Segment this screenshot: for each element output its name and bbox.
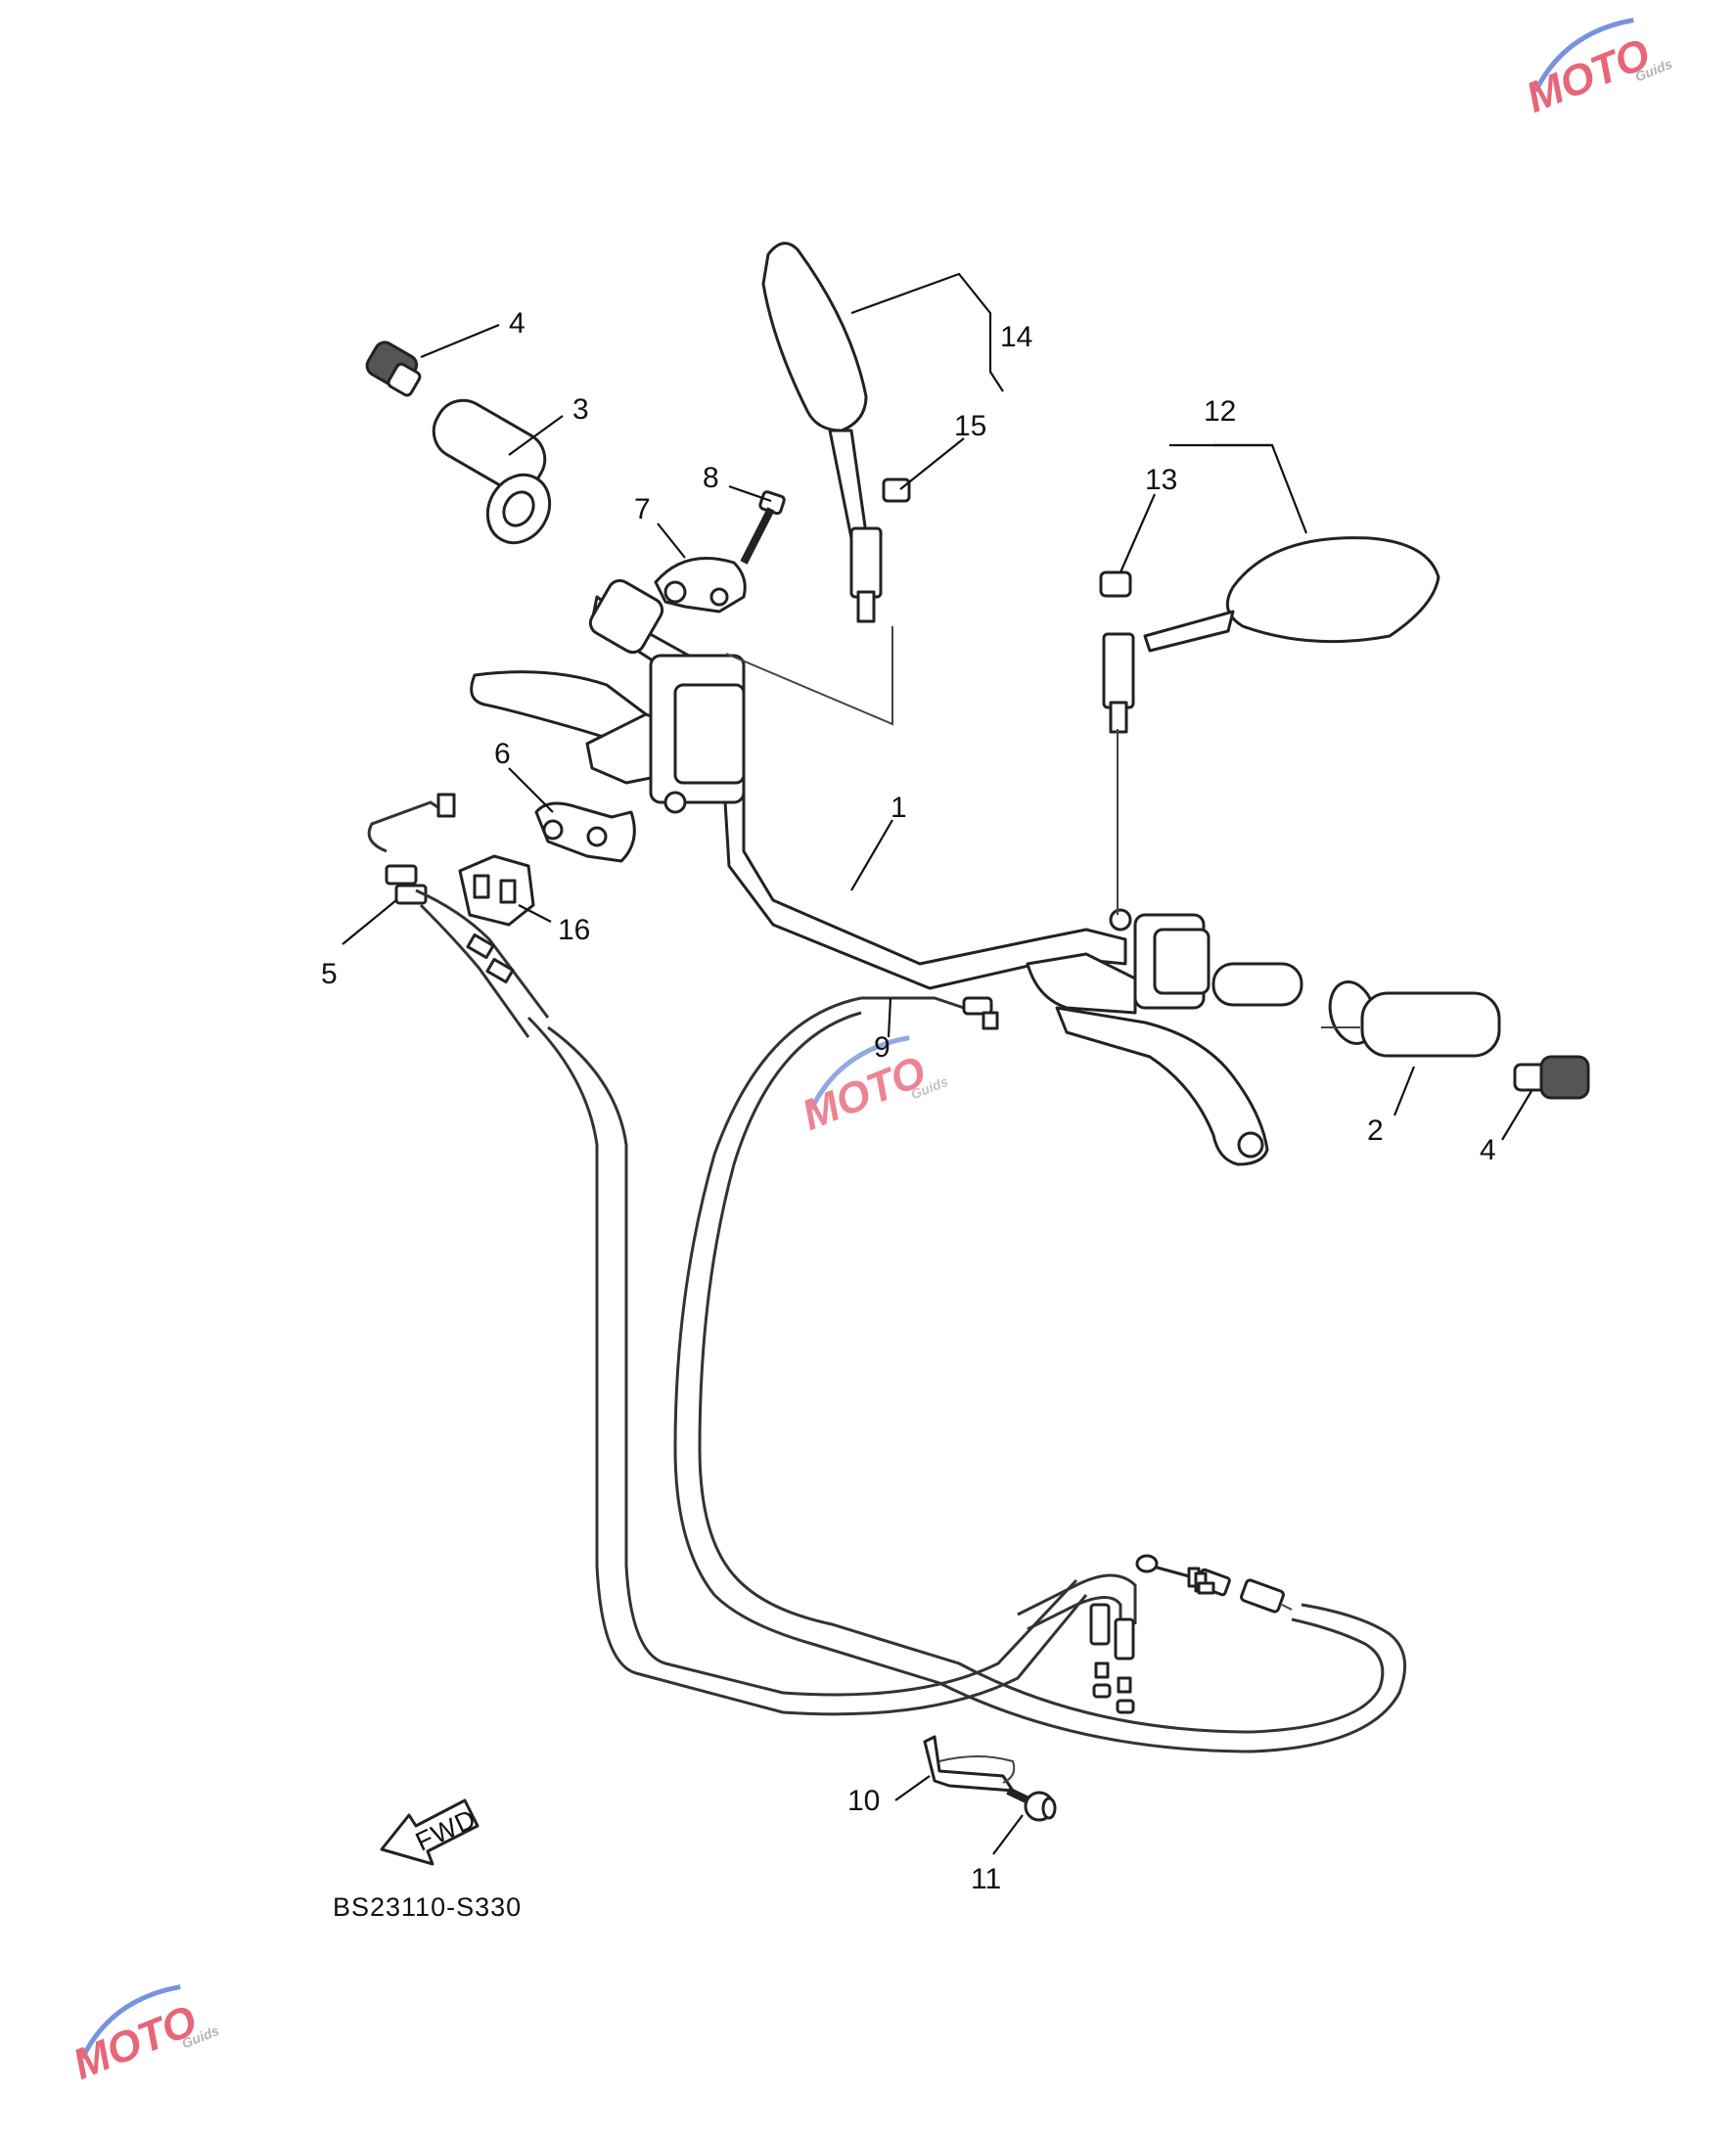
cable-clamp-part-16 [458,854,535,927]
callout-5: 5 [321,958,338,990]
diagram-code: BS23110-S330 [333,1892,522,1922]
grip-part-3 [432,398,552,545]
watermark-logo-bottom-left: MOTO Guids [67,1984,221,2089]
cable-guide-part-10 [923,1735,1016,1793]
nut-part-15 [882,478,911,503]
assembly-centerlines [725,626,1360,1028]
callout-1: 1 [891,792,907,824]
left-mirror-part-14 [761,242,883,623]
clutch-cable-part-9 [673,996,1407,1753]
callout-4-right: 4 [1480,1134,1496,1166]
callout-15: 15 [954,410,986,442]
callout-2: 2 [1367,1114,1384,1147]
right-mirror-part-12 [1102,536,1440,734]
leader-lines [342,272,1532,1855]
callout-12: 12 [1204,395,1236,428]
bolt-part-11 [1006,1787,1057,1822]
right-lever-assembly [1026,908,1269,1166]
callout-6: 6 [494,738,511,770]
fwd-arrow: FWD [380,1798,480,1866]
screw-part-8 [740,490,786,565]
callout-4-left: 4 [509,307,525,340]
callout-13: 13 [1145,464,1177,496]
left-lever-assembly [470,578,746,814]
throttle-cable-part-5 [367,793,550,1038]
callout-11: 11 [971,1863,1001,1895]
callout-labels: 1 2 3 4 4 5 6 7 8 9 10 11 12 13 14 15 16 [321,307,1496,1895]
watermark-logo-top-right: MOTO Guids [1520,18,1674,122]
callout-3: 3 [572,393,589,426]
bar-end-weight-part-4-right [1513,1055,1590,1100]
clamp-part-6 [534,801,636,863]
watermark-logo-center: MOTO Guids [796,1035,950,1140]
callout-10: 10 [847,1785,880,1817]
bar-end-weight-part-4-left [365,341,422,397]
throttle-cable-run [526,1016,1088,1716]
callout-16: 16 [558,914,590,946]
grip-part-2 [1211,962,1501,1058]
callout-9: 9 [874,1031,891,1064]
throttle-cable-lower-ends [1017,1573,1137,1714]
callout-8: 8 [703,462,719,494]
callout-7: 7 [634,493,651,525]
holder-part-7 [654,557,747,614]
nut-part-13 [1099,570,1132,598]
callout-14: 14 [1000,321,1032,353]
